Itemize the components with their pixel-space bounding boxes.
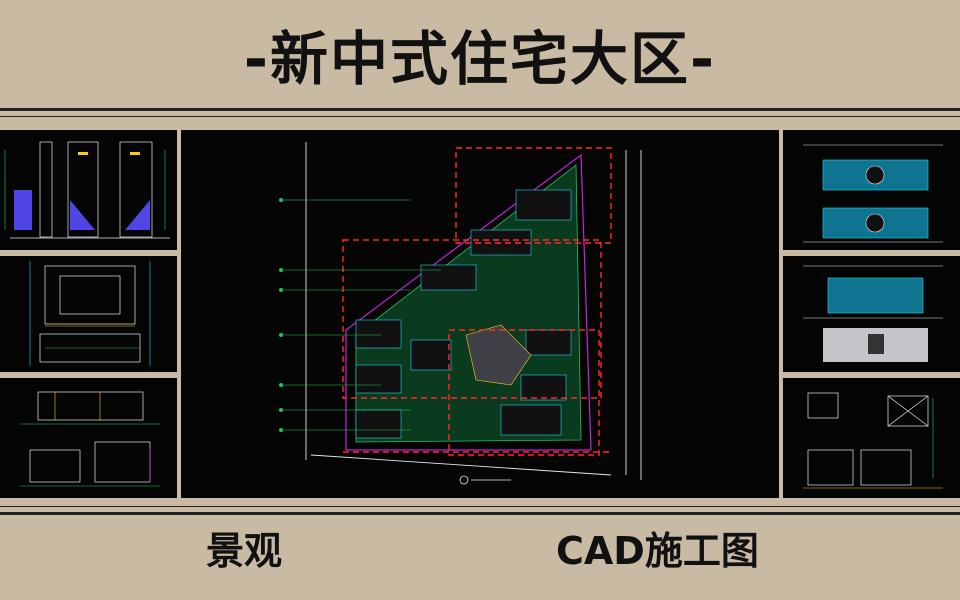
bottom-divider-thick (0, 512, 960, 515)
cad-thumbnail-left-2 (0, 256, 177, 372)
plan-drawing-2 (29, 261, 151, 366)
bottom-divider-thin (0, 506, 960, 507)
elevation-drawing-1 (4, 141, 170, 239)
site-plan-drawing (279, 142, 642, 485)
pavilion-detail-drawing (803, 392, 943, 489)
cad-thumbnail-right-2 (783, 256, 960, 372)
cad-thumbnail-left-1 (0, 130, 177, 250)
cad-thumbnail-right-1 (783, 130, 960, 250)
section-drawing-3 (20, 391, 160, 487)
cad-thumbnail-right-3 (783, 378, 960, 498)
cad-thumbnail-left-3 (0, 378, 177, 498)
label-landscape: 景观 (206, 529, 283, 573)
top-divider-thin (0, 116, 960, 117)
wall-elevation-drawing (803, 144, 943, 243)
label-cad-drawings: CAD施工图 (556, 529, 759, 573)
page-title: -新中式住宅大区- (243, 25, 717, 93)
top-divider-thick (0, 108, 960, 111)
cad-site-plan-main (181, 130, 779, 498)
gate-elevation-drawing (803, 265, 943, 362)
